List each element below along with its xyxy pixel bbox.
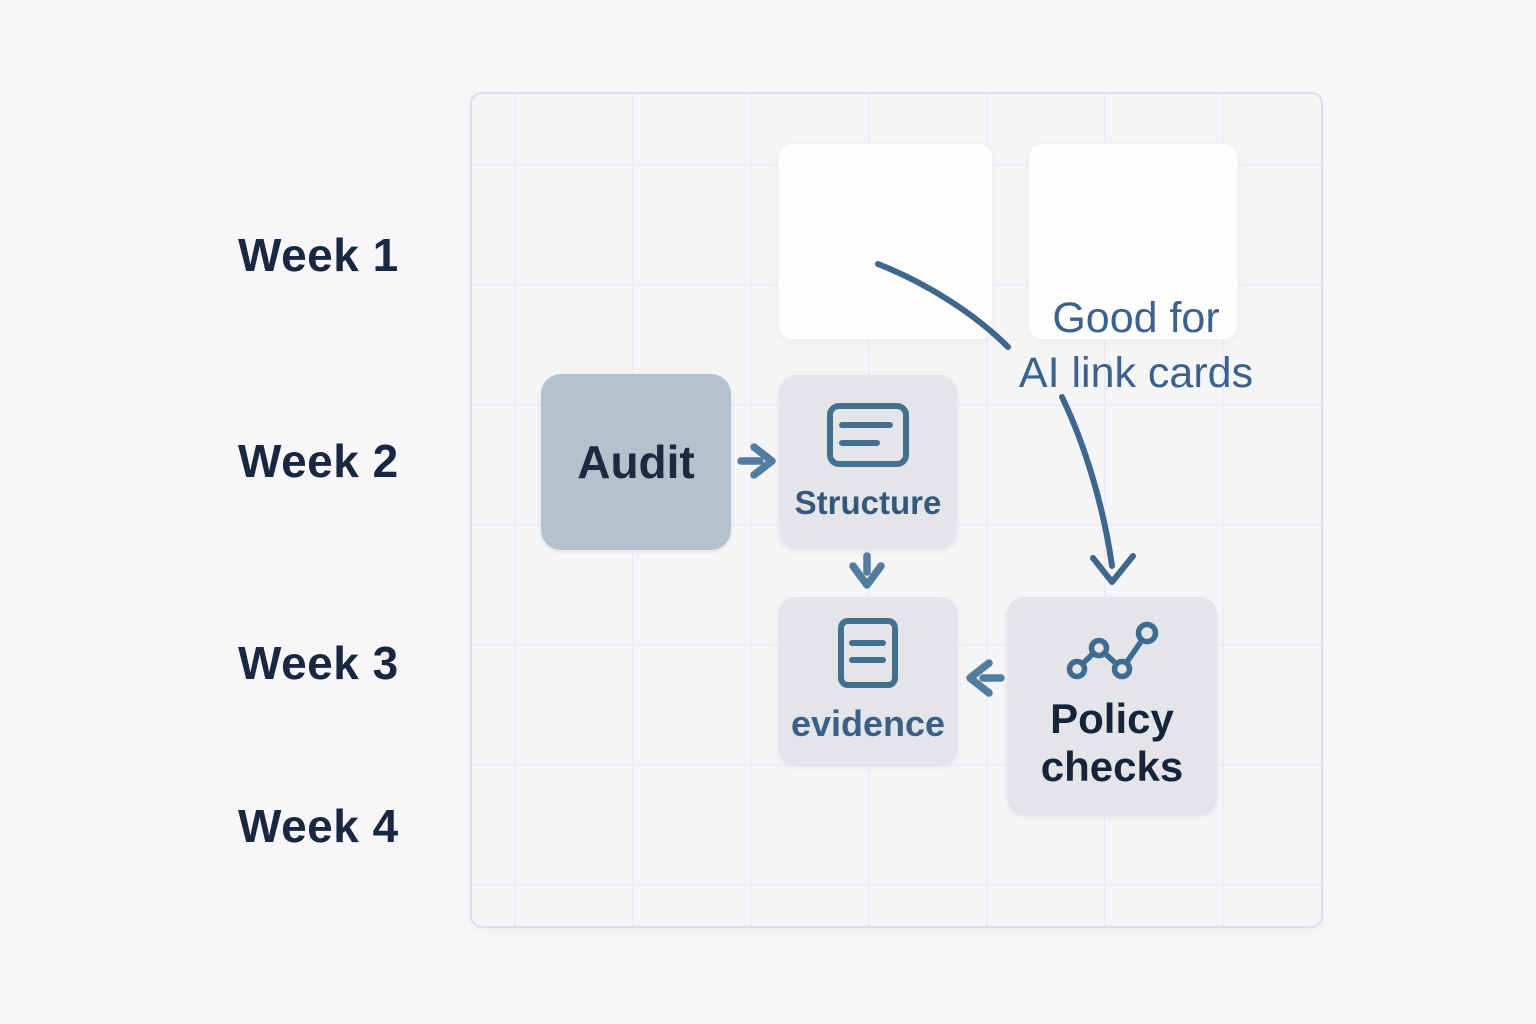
node-evidence: evidence	[778, 597, 958, 765]
card-text-icon	[827, 403, 909, 467]
week-label-1: Week 1	[238, 229, 399, 281]
annotation-line-2: AI link cards	[1018, 349, 1254, 397]
node-structure: Structure	[779, 375, 957, 549]
node-policy-checks-label: Policy checks	[1040, 694, 1184, 790]
node-policy-checks: Policy checks	[1007, 597, 1217, 815]
annotation-good-for-ai-link-cards: Good for AI link cards	[1005, 291, 1267, 401]
line-chart-icon	[1066, 621, 1159, 679]
placeholder-card-2	[1028, 143, 1238, 340]
document-text-icon	[838, 618, 898, 688]
node-audit: Audit	[541, 374, 731, 550]
week-label-2: Week 2	[238, 435, 399, 487]
node-structure-label: Structure	[794, 484, 942, 521]
placeholder-card-1	[778, 143, 993, 340]
week-label-3: Week 3	[238, 637, 399, 689]
node-audit-label: Audit	[577, 436, 695, 488]
node-evidence-label: evidence	[790, 703, 946, 744]
week-label-4: Week 4	[238, 800, 399, 852]
annotation-line-1: Good for	[1052, 294, 1220, 342]
